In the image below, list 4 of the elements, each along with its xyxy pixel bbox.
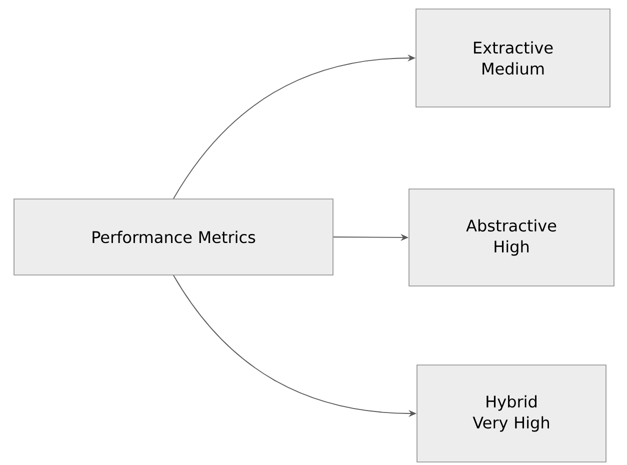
process-box: Hybrid Very High [416, 364, 606, 462]
process-box: Performance Metrics [14, 198, 334, 276]
process-box: Abstractive High [408, 188, 614, 286]
process-box: Extractive Medium [416, 8, 610, 108]
